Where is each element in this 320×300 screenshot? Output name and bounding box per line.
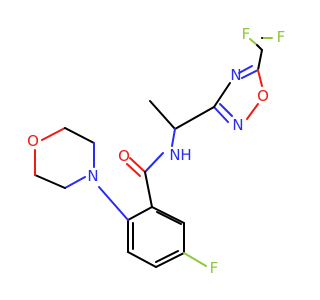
atom-n-oxadiazole-2: N [232, 116, 243, 134]
bonds [34, 37, 273, 268]
bond-c5-n4-double [238, 65, 253, 74]
atom-o-carbonyl: O [118, 147, 130, 165]
bond-carbonyl-c1 [144, 171, 153, 208]
atom-h-amide: H [180, 146, 191, 164]
bond-chf2-ring [257, 49, 263, 71]
atom-o-oxadiazole-1: O [257, 87, 269, 105]
bond-nh-carbonyl [144, 152, 164, 173]
bond-carbonyl-o-double [126, 163, 141, 177]
bond-n4-c3 [213, 82, 231, 108]
bond-carbonyl-o [129, 157, 146, 173]
bond-c4-c3 [127, 251, 157, 268]
bond-chf2-f-left [249, 38, 258, 46]
atom-f-aryl: F [210, 259, 219, 277]
bond-c2-n-morpholine [98, 186, 129, 221]
atom-f-top-right: F [277, 28, 286, 46]
bond-c2-c1 [127, 206, 153, 221]
bond-c1-c6 [151, 206, 185, 224]
atom-labels: F F N O N O N H O N F [27, 25, 285, 277]
bond-n2-c3 [213, 106, 229, 123]
bond-o1-n2 [246, 103, 259, 120]
bond-ch-methyl [149, 100, 176, 130]
molecule-structure: F F N O N O N H O N F [27, 25, 285, 277]
bond-n2-c3-double [219, 103, 233, 117]
bond-n-morph-c-bottom [64, 176, 86, 189]
bond-c5-c4-inner [155, 250, 179, 263]
bond-morph-c-top-c [64, 127, 95, 144]
atom-f-top-left: F [242, 25, 251, 43]
atom-n-amide: N [169, 146, 180, 164]
atom-n-morpholine: N [87, 167, 98, 185]
atom-o-morpholine: O [27, 132, 39, 150]
bond-morph-c-bottom-c [34, 174, 66, 189]
bond-c5-n4 [241, 69, 259, 79]
bond-c5-o1 [257, 69, 263, 87]
bond-chf2-f-left-c [256, 44, 263, 51]
atom-n-oxadiazole-4: N [230, 66, 241, 84]
bond-c5-c4 [155, 252, 185, 268]
bond-morph-o-c-top [41, 127, 66, 141]
bond-c1-c6-inner [156, 211, 182, 225]
bond-c5-f [183, 252, 207, 267]
bond-c3-ch [174, 106, 215, 130]
bond-ch-nh [171, 128, 176, 147]
